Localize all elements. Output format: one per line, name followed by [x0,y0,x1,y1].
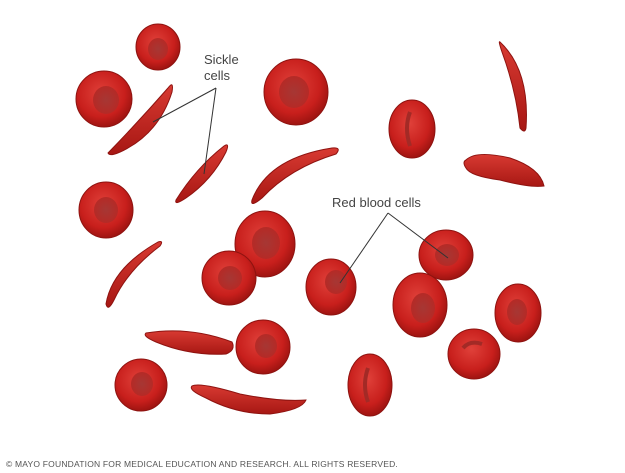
sickle-cell [190,384,307,415]
red-blood-cells-label: Red blood cells [332,195,421,210]
red-blood-cell [305,258,357,316]
red-blood-cell [263,58,329,126]
sickle-cell [498,41,527,132]
red-blood-cells-leader-lines [339,212,449,284]
sickle-cell [105,241,163,308]
red-blood-cell [78,181,134,239]
red-blood-cell [494,283,542,343]
sickle-cells-label-line1: Sickle [204,52,239,67]
sickle-cell [144,330,234,355]
red-blood-cell [447,328,501,380]
red-blood-cell [135,23,181,71]
red-blood-cell [392,272,448,338]
sickle-cell [463,154,545,187]
red-blood-cell [418,229,474,281]
red-blood-cell [114,358,168,412]
copyright-notice: © MAYO FOUNDATION FOR MEDICAL EDUCATION … [6,459,398,469]
red-blood-cell [388,99,436,159]
red-blood-cell [75,70,133,128]
sickle-cells-label-line2: cells [204,68,231,83]
sickle-cell [251,147,339,204]
red-blood-cell [201,250,257,306]
red-blood-cell [235,319,291,375]
red-blood-cell [347,353,393,417]
sickle-cells-label: Sickle cells [204,52,239,84]
sickle-cell [175,144,229,204]
sickle-cells-leader-lines [152,87,217,175]
sickle-cell [107,84,173,156]
